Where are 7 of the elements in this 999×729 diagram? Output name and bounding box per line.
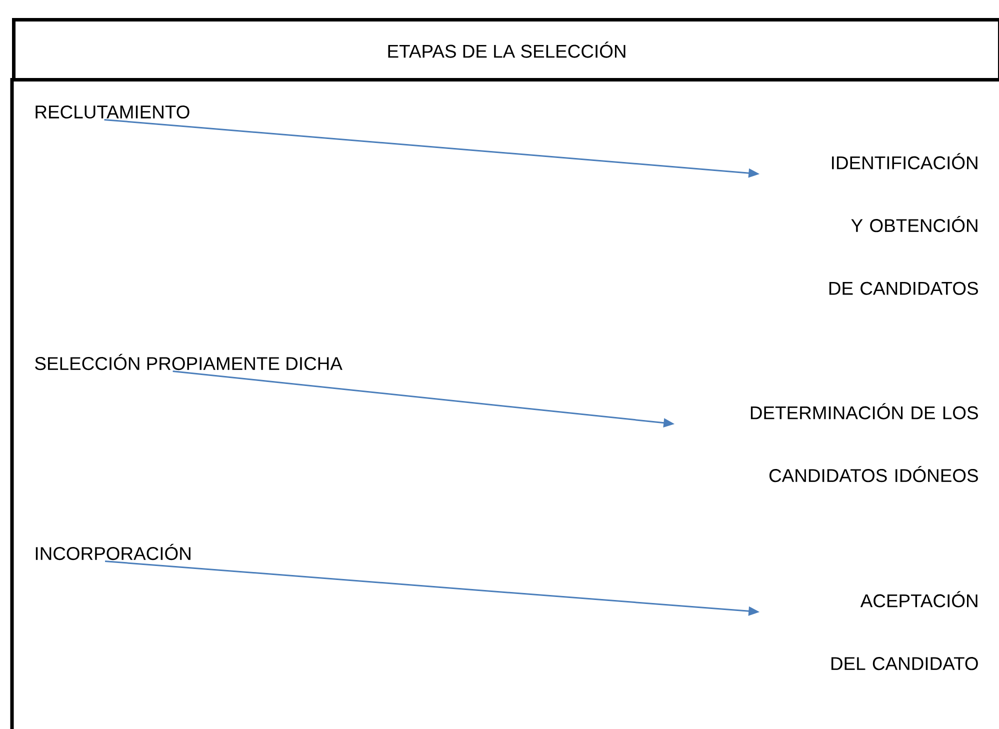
stage-description: IDENTIFICACIÓN Y OBTENCIÓN DE CANDIDATOS	[829, 153, 978, 295]
stage-label: INCORPORACIÓN	[36, 544, 190, 560]
stage-label: RECLUTAMIENTO	[36, 105, 190, 119]
header-cell: ETAPAS DE LA SELECCIÓN	[12, 18, 999, 82]
stage-description: ACEPTACIÓN DEL CANDIDATO	[831, 591, 978, 670]
stage-label: SELECCIÓN PROPIAMENTE DICHA	[35, 354, 342, 370]
stage-description: DETERMINACIÓN DE LOS CANDIDATOS IDÓNEOS	[750, 403, 978, 482]
